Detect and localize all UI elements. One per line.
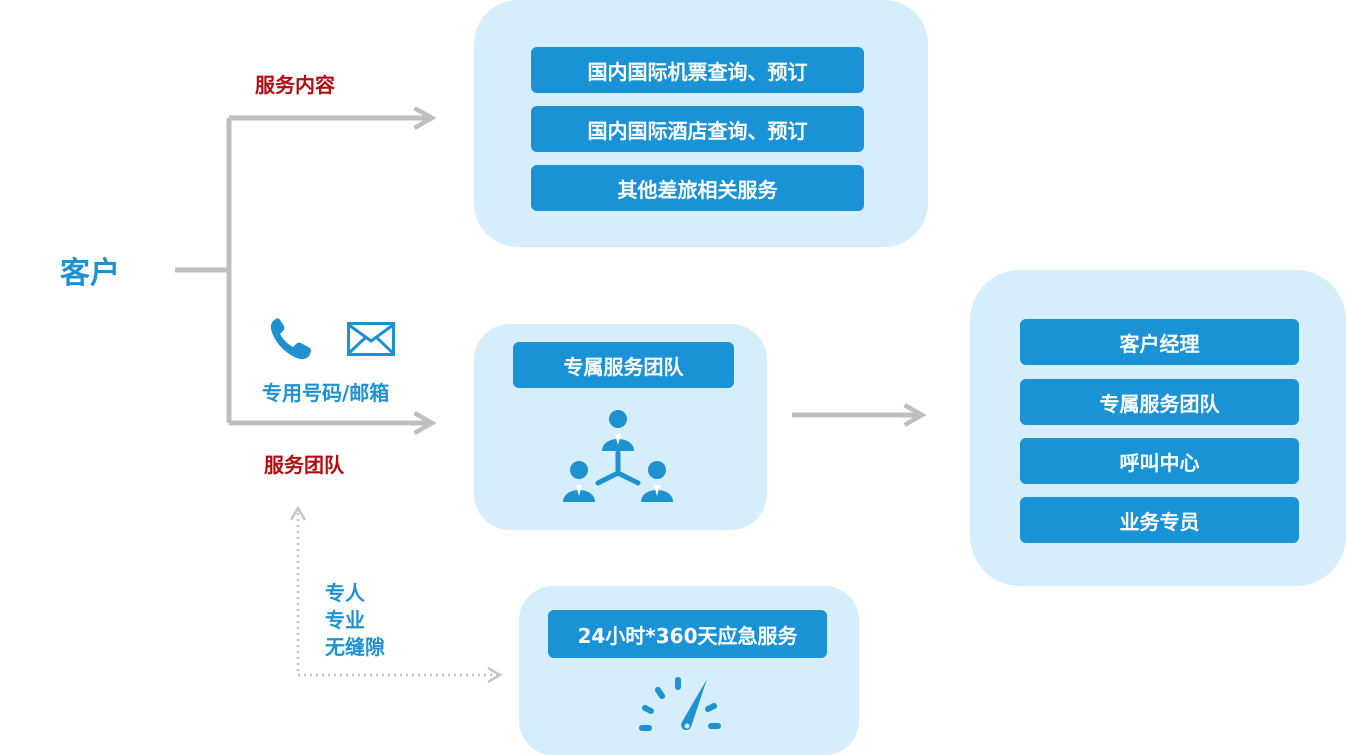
- emergency-title[interactable]: 24小时*360天应急服务: [548, 610, 827, 658]
- result-item-account-manager[interactable]: 客户经理: [1020, 319, 1299, 365]
- team-network-icon: [560, 405, 676, 505]
- speedometer-icon: [634, 674, 730, 736]
- service-item-other[interactable]: 其他差旅相关服务: [531, 165, 864, 211]
- trait-item: 无缝隙: [325, 635, 385, 659]
- service-item-flight[interactable]: 国内国际机票查询、预订: [531, 47, 864, 93]
- traits-list: 专人 专业 无缝隙: [325, 580, 385, 661]
- service-content-label: 服务内容: [255, 73, 335, 97]
- service-team-label: 服务团队: [264, 453, 344, 477]
- service-item-hotel[interactable]: 国内国际酒店查询、预订: [531, 106, 864, 152]
- customer-label: 客户: [60, 256, 120, 291]
- contact-label: 专用号码/邮箱: [262, 381, 390, 405]
- phone-icon: [268, 316, 314, 362]
- result-item-call-center[interactable]: 呼叫中心: [1020, 438, 1299, 484]
- mail-icon: [347, 322, 395, 356]
- result-item-dedicated-team[interactable]: 专属服务团队: [1020, 379, 1299, 425]
- trait-item: 专业: [325, 608, 365, 632]
- trait-item: 专人: [325, 581, 365, 605]
- team-title[interactable]: 专属服务团队: [513, 342, 734, 388]
- result-item-specialist[interactable]: 业务专员: [1020, 497, 1299, 543]
